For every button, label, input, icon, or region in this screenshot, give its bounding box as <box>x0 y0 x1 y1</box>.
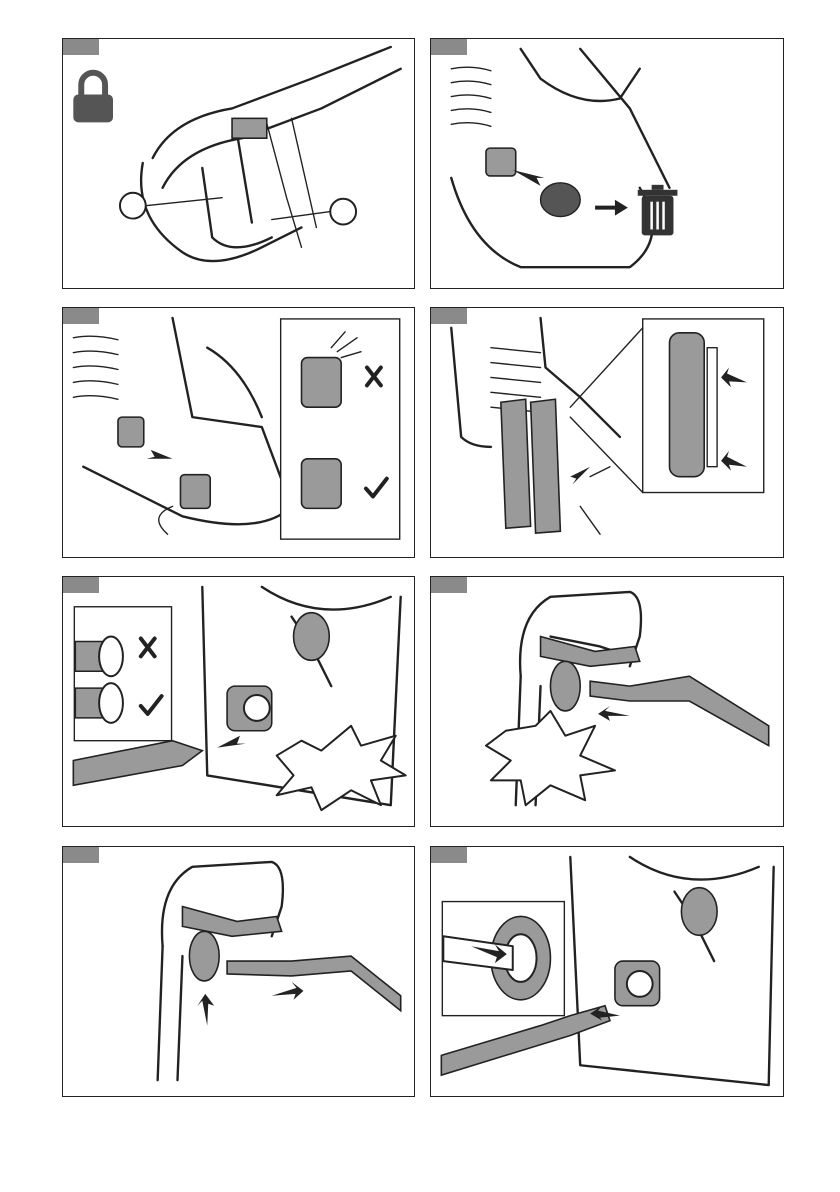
adapter-wrong <box>301 358 341 408</box>
protective-cap <box>541 183 581 217</box>
illustration-mount-holder <box>431 308 783 557</box>
click-burst <box>486 711 615 805</box>
inlet-fitting <box>486 148 516 176</box>
callout-circle-1 <box>120 193 146 219</box>
inset-connection-check <box>74 607 171 741</box>
panel-mount-holder <box>430 307 784 558</box>
panel-disconnect-hose-gun <box>62 846 415 1097</box>
illustration-connect-hose-gun <box>431 577 783 826</box>
lock-icon <box>73 73 113 123</box>
gun-coupling <box>550 661 580 711</box>
illustration-disconnect-hose-gun <box>63 847 414 1096</box>
holder-tube-left <box>501 399 531 528</box>
panel-connect-hose-gun <box>430 576 784 827</box>
panel-lock-trigger <box>62 38 415 289</box>
illustration-remove-cap <box>431 39 783 288</box>
trigger-lock-part <box>232 118 267 138</box>
hose <box>590 676 769 745</box>
adapter-fitting <box>180 475 210 509</box>
callout-circle-2 <box>330 199 356 225</box>
holder-tube-right <box>531 399 561 533</box>
panel-disconnect-hose-machine <box>430 846 784 1097</box>
holder-tube-detail <box>669 333 704 477</box>
adapter-right <box>301 459 341 509</box>
pressure-dial <box>681 888 717 936</box>
pressure-dial <box>294 613 330 661</box>
inlet-port <box>118 417 144 447</box>
gun-trigger <box>541 637 640 667</box>
panel-remove-cap <box>430 38 784 289</box>
hose <box>227 956 401 1011</box>
gun-trigger <box>182 907 281 937</box>
hose <box>73 741 202 786</box>
illustration-lock-trigger <box>63 39 414 288</box>
trash-icon <box>638 185 678 236</box>
illustration-connect-hose-machine <box>63 577 414 826</box>
panel-connect-hose-machine <box>62 576 415 827</box>
gun-coupling <box>189 931 219 981</box>
illustration-attach-adapter <box>63 308 414 557</box>
illustration-disconnect-hose-machine <box>431 847 783 1096</box>
panel-attach-adapter <box>62 307 415 558</box>
click-burst <box>277 726 406 810</box>
